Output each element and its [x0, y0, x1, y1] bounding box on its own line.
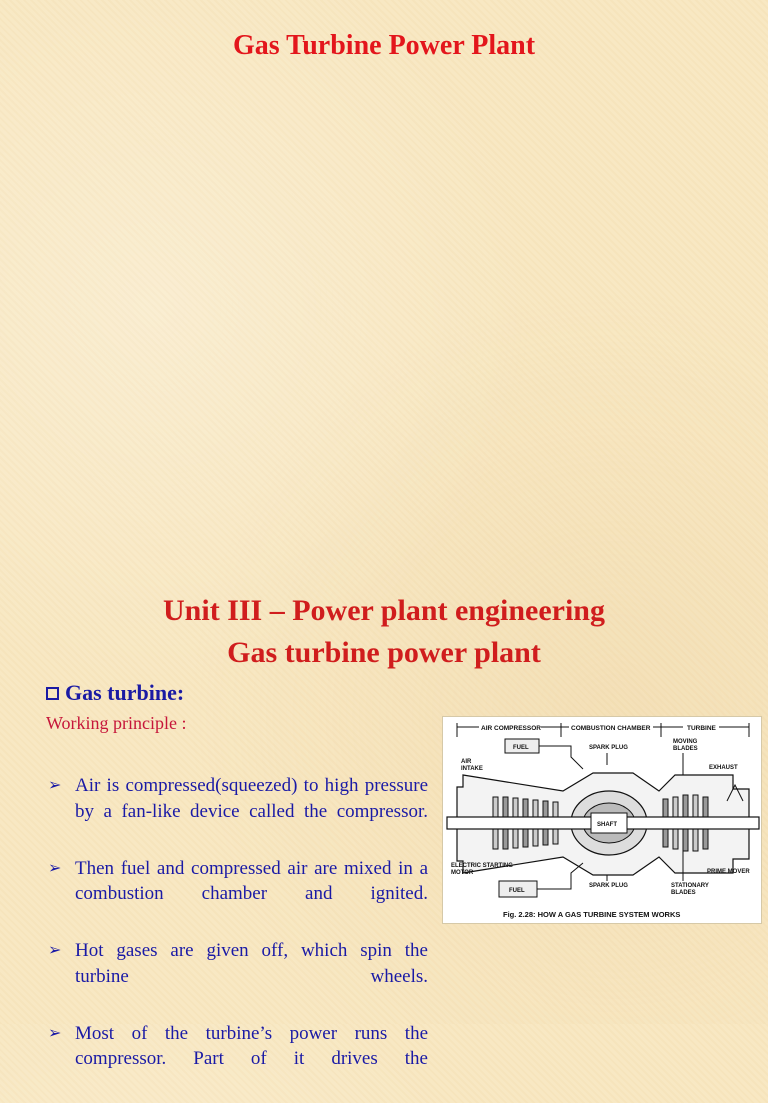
label-prime-mover: PRIME MOVER: [707, 869, 750, 875]
section-label-text: Gas turbine:: [65, 680, 185, 705]
bullet-text: Then fuel and compressed air are mixed i…: [75, 857, 428, 905]
label-stationary-blades-2: BLADES: [671, 890, 696, 896]
bullet-item: ➢ Most of the turbine’s power runs the c…: [46, 1021, 428, 1098]
unit-heading-line-2: Gas turbine power plant: [227, 636, 541, 669]
figure-caption: Fig. 2.28: HOW A GAS TURBINE SYSTEM WORK…: [503, 910, 680, 919]
gas-turbine-diagram: AIR COMPRESSOR COMBUSTION CHAMBER TURBIN…: [442, 716, 762, 924]
label-stationary-blades-1: STATIONARY: [671, 883, 709, 889]
arrow-bullet-icon: ➢: [48, 777, 62, 794]
label-electric-starting-motor-2: MOTOR: [451, 870, 474, 876]
label-turbine: TURBINE: [687, 725, 717, 732]
label-air-intake-1: AIR: [461, 759, 472, 765]
arrow-bullet-icon: ➢: [48, 1024, 62, 1042]
bullet-list: ➢ Air is compressed(squeezed) to high pr…: [46, 773, 428, 1103]
bullet-text: Hot gases are given off, which spin the …: [75, 940, 428, 987]
label-moving-blades-2: BLADES: [673, 746, 698, 752]
label-moving-blades-1: MOVING: [673, 739, 698, 745]
arrow-bullet-icon: ➢: [48, 942, 62, 959]
arrow-bullet-icon: ➢: [48, 859, 62, 877]
label-combustion-chamber: COMBUSTION CHAMBER: [571, 725, 651, 732]
bullet-text: Air is compressed(squeezed) to high pres…: [75, 775, 428, 822]
page-title: Gas Turbine Power Plant: [232, 30, 536, 61]
label-air-compressor: AIR COMPRESSOR: [481, 725, 541, 732]
label-fuel-bottom: FUEL: [509, 888, 525, 894]
label-shaft: SHAFT: [597, 822, 617, 828]
bullet-text: Most of the turbine’s power runs the com…: [75, 1022, 428, 1070]
working-principle-subheading: Working principle :: [46, 713, 187, 733]
bullet-item: ➢ Hot gases are given off, which spin th…: [46, 938, 428, 1015]
section-label: Gas turbine:: [46, 680, 184, 706]
label-exhaust: EXHAUST: [709, 765, 738, 771]
unit-heading-line-1: Unit III – Power plant engineering: [163, 594, 605, 627]
label-spark-plug-bottom: SPARK PLUG: [589, 883, 628, 889]
unit-heading: Unit III – Power plant engineering Gas t…: [0, 590, 768, 674]
bullet-item: ➢ Then fuel and compressed air are mixed…: [46, 856, 428, 933]
label-electric-starting-motor-1: ELECTRIC STARTING: [451, 863, 513, 869]
checkbox-bullet-icon: [46, 686, 59, 700]
bullet-item: ➢ Air is compressed(squeezed) to high pr…: [46, 773, 428, 850]
label-fuel-top: FUEL: [513, 745, 529, 751]
label-air-intake-2: INTAKE: [461, 766, 483, 772]
label-spark-plug-top: SPARK PLUG: [589, 745, 628, 751]
